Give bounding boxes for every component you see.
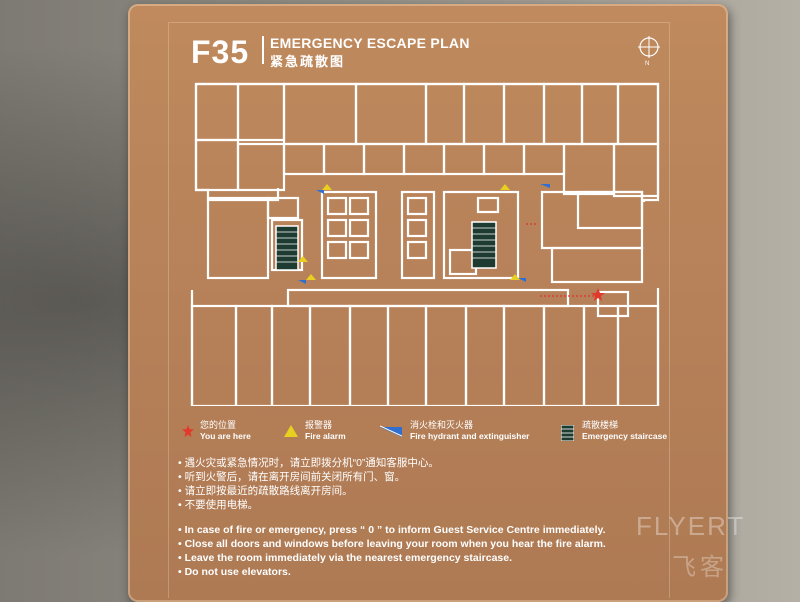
floor-plan <box>190 82 660 406</box>
instruction-zh-line: • 听到火警后，请在离开房间前关闭所有门、窗。 <box>178 471 406 483</box>
legend-fire-alarm: 报警器 Fire alarm <box>305 420 346 441</box>
legend-emergency-staircase: 疏散楼梯 Emergency staircase <box>582 420 668 441</box>
title-chinese: 紧急疏散图 <box>270 54 346 69</box>
instruction-en-line: • Close all doors and windows before lea… <box>178 538 606 550</box>
legend-fire-hydrant: 消火栓和灭火器 Fire hydrant and extinguisher <box>410 420 530 441</box>
instructions-english: • In case of fire or emergency, press “ … <box>178 523 606 579</box>
compass-north-label: N <box>645 61 650 67</box>
legend-you-are-here: 您的位置 You are here <box>200 420 251 441</box>
watermark-text-zh: 飞客 <box>672 554 728 581</box>
title-english: EMERGENCY ESCAPE PLAN <box>270 35 470 51</box>
instruction-zh-line: • 请立即按最近的疏散路线离开房间。 <box>178 485 353 497</box>
instruction-en-line: • Leave the room immediately via the nea… <box>178 552 513 564</box>
staircase-icon <box>561 425 574 441</box>
instruction-en-line: • Do not use elevators. <box>178 566 291 578</box>
instructions-chinese: • 遇火灾或紧急情况时，请立即拨分机“0”通知客服中心。 • 听到火警后，请在离… <box>178 456 439 512</box>
watermark-text: FLYERT <box>636 511 746 541</box>
blue-wedge-icon <box>380 425 402 437</box>
red-star-icon <box>182 425 194 437</box>
north-compass-icon <box>638 36 660 58</box>
instruction-zh-line: • 遇火灾或紧急情况时，请立即拨分机“0”通知客服中心。 <box>178 457 439 469</box>
instruction-zh-line: • 不要使用电梯。 <box>178 499 259 511</box>
plaque-inner-frame <box>168 22 670 598</box>
floor-code: F35 <box>191 34 250 70</box>
instruction-en-line: • In case of fire or emergency, press “ … <box>178 524 606 536</box>
title-divider <box>262 36 264 64</box>
yellow-triangle-icon <box>284 425 298 437</box>
